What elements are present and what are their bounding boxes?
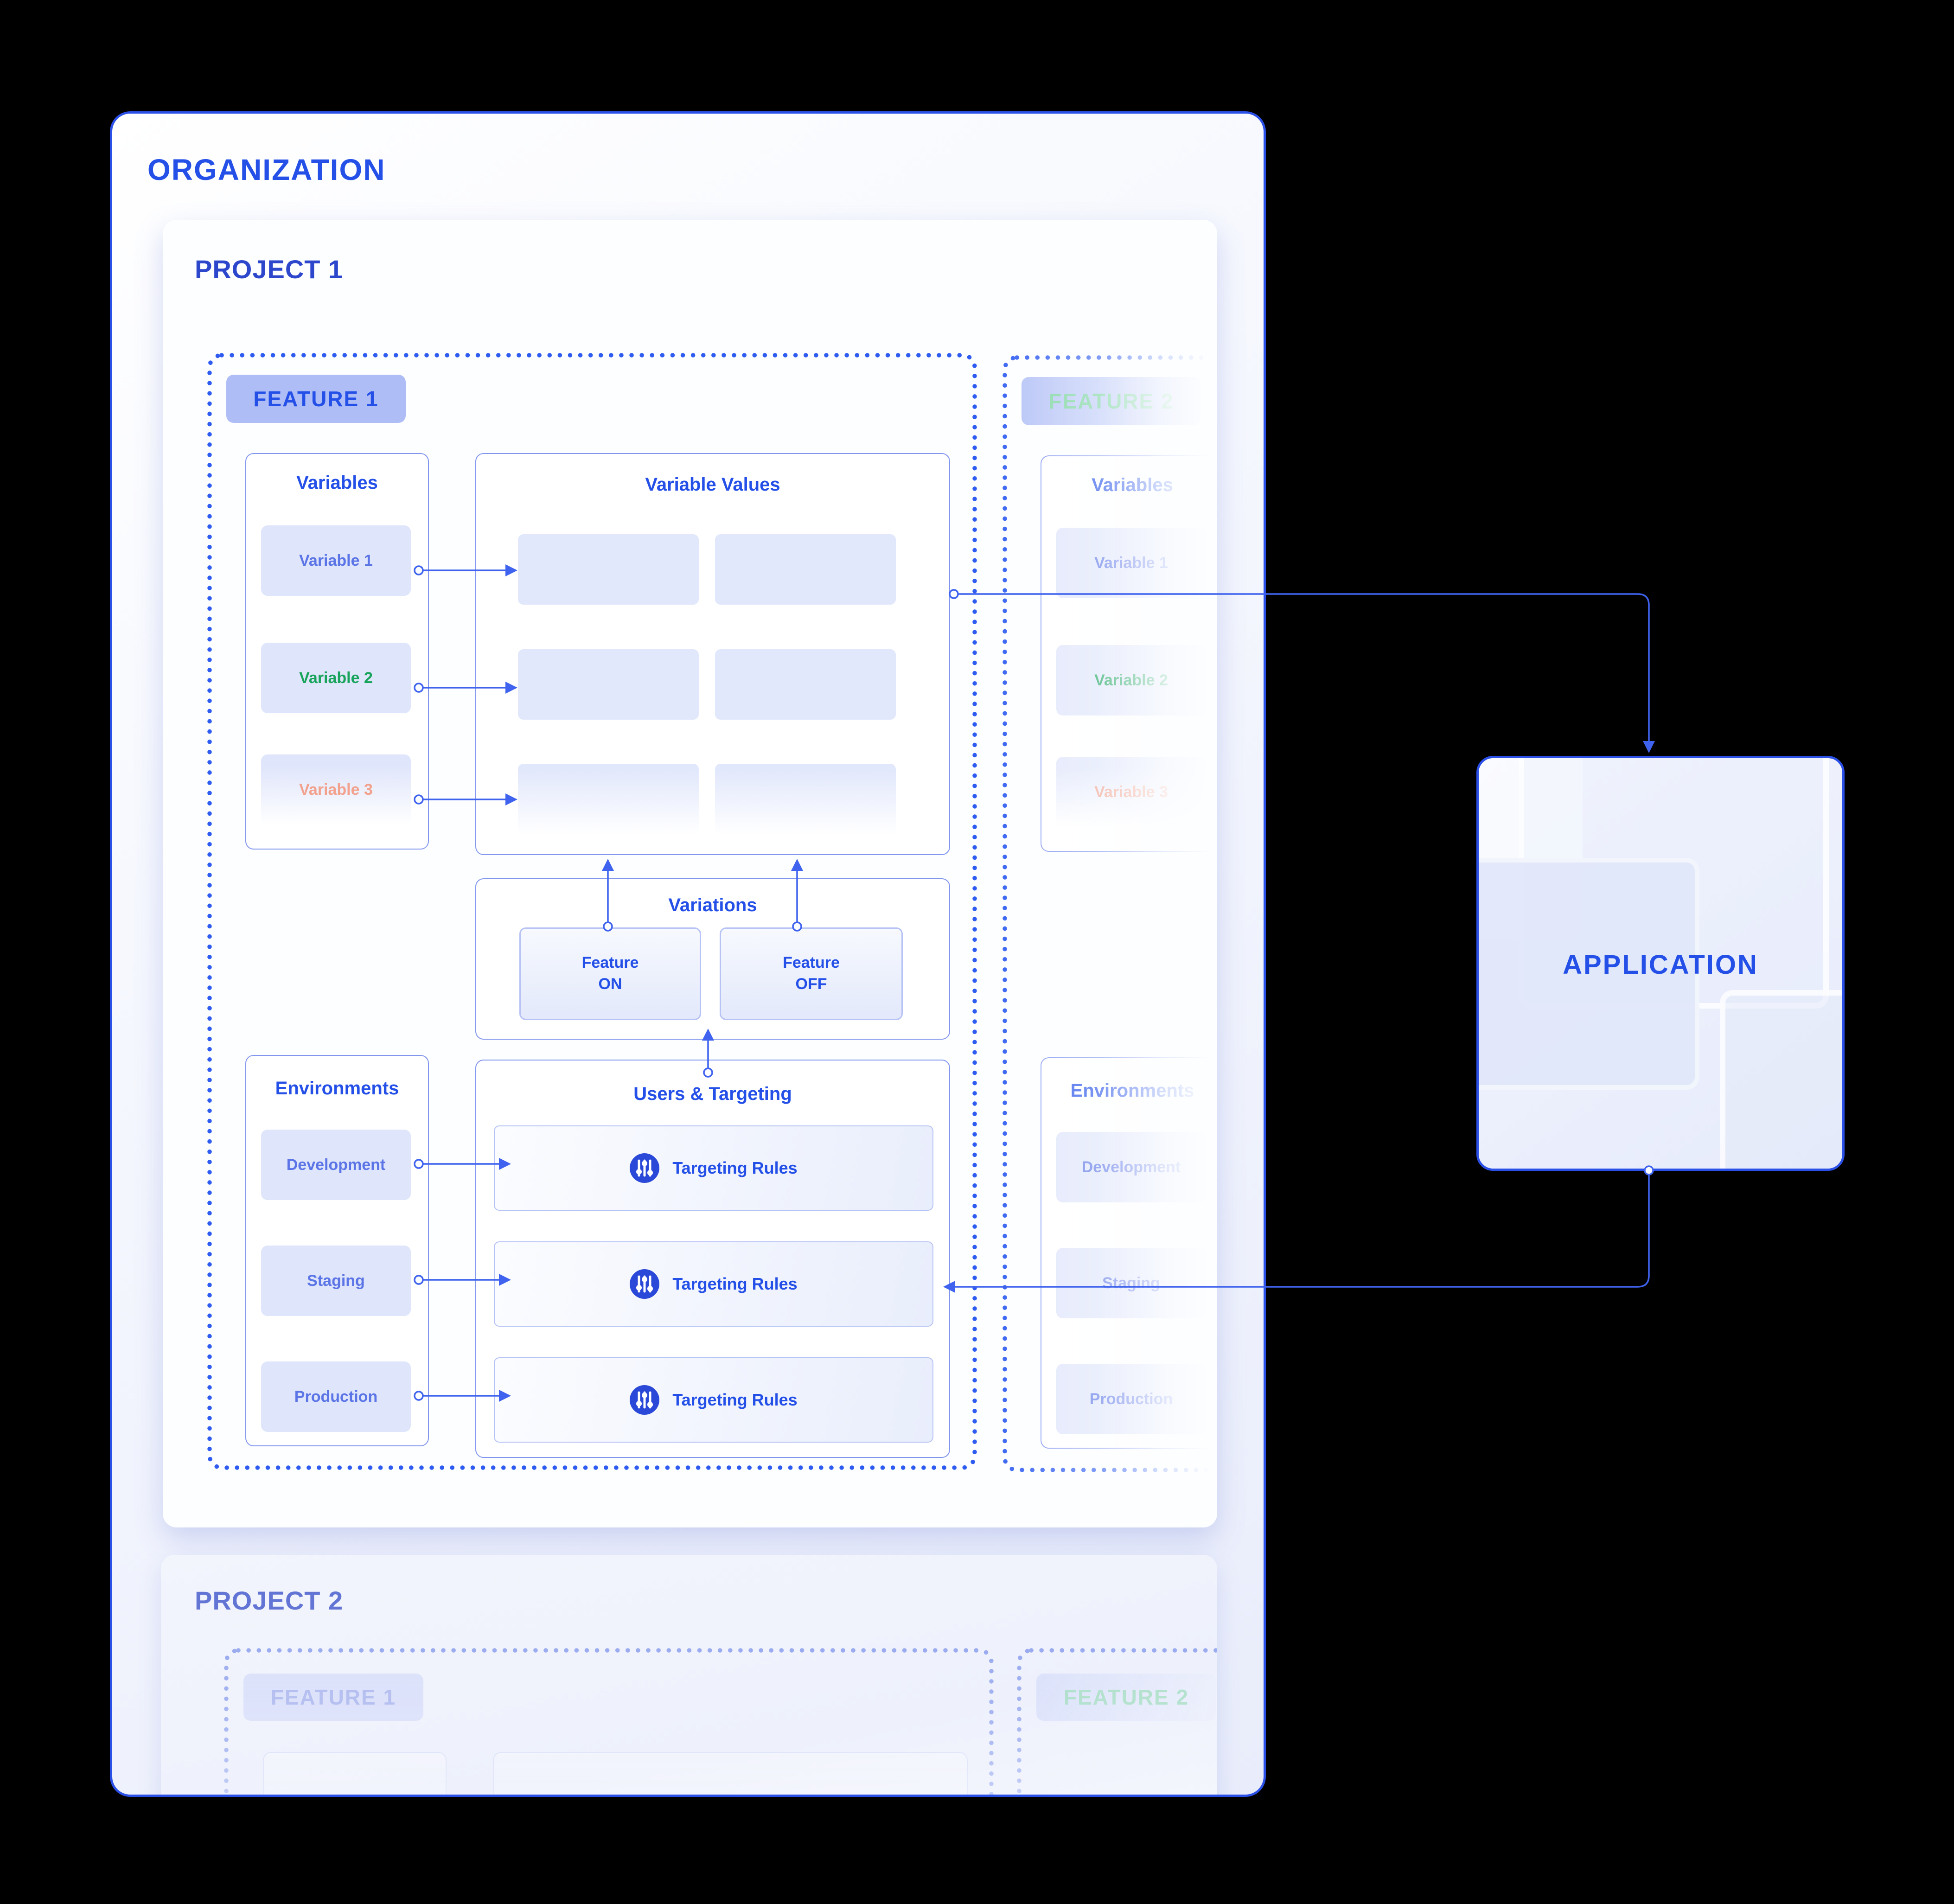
project2-title: PROJECT 2: [195, 1586, 344, 1615]
production-label: Production: [1089, 1390, 1173, 1408]
project2-feature1-badge-label: FEATURE 1: [270, 1685, 396, 1709]
users-targeting-title: Users & Targeting: [633, 1084, 792, 1104]
variable-1-label: Variable 1: [299, 551, 373, 569]
feature2-variable-1-chip: Variable 1: [1056, 528, 1206, 598]
development-label: Development: [286, 1156, 386, 1174]
development-label: Development: [1081, 1158, 1181, 1176]
feature-on-card: Feature ON: [519, 927, 701, 1020]
value-placeholder: [518, 649, 699, 720]
project1-title: PROJECT 1: [195, 255, 344, 284]
feature2-faded-column: FEATURE 2 Variables Variable 1 Variable …: [1003, 220, 1217, 1527]
variable-2-label: Variable 2: [1094, 671, 1168, 689]
feature-on-line1: Feature: [581, 954, 639, 972]
variable-1-label: Variable 1: [1094, 554, 1168, 572]
targeting-rule-row: Targeting Rules: [494, 1125, 933, 1211]
application-title: APPLICATION: [1563, 950, 1758, 980]
environment-development-chip: Development: [261, 1130, 411, 1200]
value-placeholder: [518, 534, 699, 605]
feature2-environment-development-chip: Development: [1056, 1132, 1206, 1202]
feature2-badge-label: FEATURE 2: [1048, 389, 1174, 413]
production-label: Production: [294, 1387, 378, 1406]
variations-panel: Variations Feature ON Feature OFF: [475, 878, 950, 1040]
application-deco-block: [1720, 990, 1842, 1169]
feature2-environment-production-chip: Production: [1056, 1364, 1206, 1434]
variable-3-chip: Variable 3: [261, 754, 411, 825]
feature1-badge-label: FEATURE 1: [253, 387, 379, 411]
project2-feature2-badge-label: FEATURE 2: [1063, 1685, 1189, 1709]
feature1-variables-panel: Variables Variable 1 Variable 2 Variable…: [245, 453, 429, 850]
project2-feature1-badge: FEATURE 1: [243, 1674, 423, 1721]
feature1-badge: FEATURE 1: [226, 375, 406, 423]
feature2-environment-staging-chip: Staging: [1056, 1248, 1206, 1318]
targeting-rule-label: Targeting Rules: [672, 1274, 798, 1293]
variable-2-label: Variable 2: [299, 669, 373, 687]
value-placeholder: [518, 764, 699, 834]
feature2-variable-3-chip: Variable 3: [1056, 757, 1206, 827]
feature-off-line1: Feature: [783, 954, 840, 972]
feature2-variables-panel: Variables Variable 1 Variable 2 Variable…: [1041, 455, 1217, 852]
environments-title: Environments: [275, 1078, 399, 1099]
project2-variable-values-ghost-panel: [493, 1752, 968, 1795]
feature-off-line2: OFF: [795, 975, 827, 993]
targeting-rules-icon: [630, 1269, 660, 1299]
staging-label: Staging: [1102, 1274, 1160, 1292]
targeting-rules-icon: [630, 1153, 660, 1183]
value-placeholder: [715, 534, 896, 605]
organization-title: ORGANIZATION: [147, 153, 386, 186]
application-card: APPLICATION: [1476, 756, 1845, 1171]
variable-3-label: Variable 3: [299, 780, 373, 799]
feature2-environments-panel: Environments Development Staging Product…: [1041, 1057, 1217, 1449]
value-placeholder: [715, 764, 896, 834]
feature-on-line2: ON: [598, 975, 622, 993]
variable-3-label: Variable 3: [1094, 783, 1168, 801]
project2-variables-ghost-panel: [263, 1752, 447, 1795]
targeting-rule-label: Targeting Rules: [672, 1390, 798, 1409]
targeting-rule-label: Targeting Rules: [672, 1158, 798, 1177]
variables-title: Variables: [1092, 475, 1173, 495]
variable-1-chip: Variable 1: [261, 525, 411, 596]
value-placeholder: [715, 649, 896, 720]
variable-values-title: Variable Values: [645, 474, 780, 495]
variable-values-panel: Variable Values: [475, 453, 950, 855]
project2-card: PROJECT 2 FEATURE 1 FEATURE 2: [161, 1555, 1217, 1795]
project2-feature2-badge: FEATURE 2: [1036, 1674, 1216, 1721]
targeting-rules-icon: [630, 1385, 660, 1415]
variations-title: Variations: [668, 895, 757, 915]
project2-feature2-dotted-border: [1017, 1648, 1217, 1795]
feature2-badge: FEATURE 2: [1022, 377, 1201, 425]
project2-faded-content: FEATURE 1 FEATURE 2: [161, 1555, 1217, 1795]
environment-production-chip: Production: [261, 1361, 411, 1432]
environments-title: Environments: [1070, 1080, 1194, 1101]
users-targeting-panel: Users & Targeting Targeting Rules Target…: [475, 1060, 950, 1458]
targeting-rule-row: Targeting Rules: [494, 1357, 933, 1443]
feature2-variable-2-chip: Variable 2: [1056, 645, 1206, 716]
variable-2-chip: Variable 2: [261, 643, 411, 713]
feature1-environments-panel: Environments Development Staging Product…: [245, 1055, 429, 1446]
feature-off-card: Feature OFF: [720, 927, 903, 1020]
application-deco-block: [1479, 858, 1699, 1090]
variables-title: Variables: [296, 473, 378, 493]
targeting-rule-row: Targeting Rules: [494, 1241, 933, 1327]
environment-staging-chip: Staging: [261, 1246, 411, 1316]
staging-label: Staging: [307, 1271, 365, 1290]
